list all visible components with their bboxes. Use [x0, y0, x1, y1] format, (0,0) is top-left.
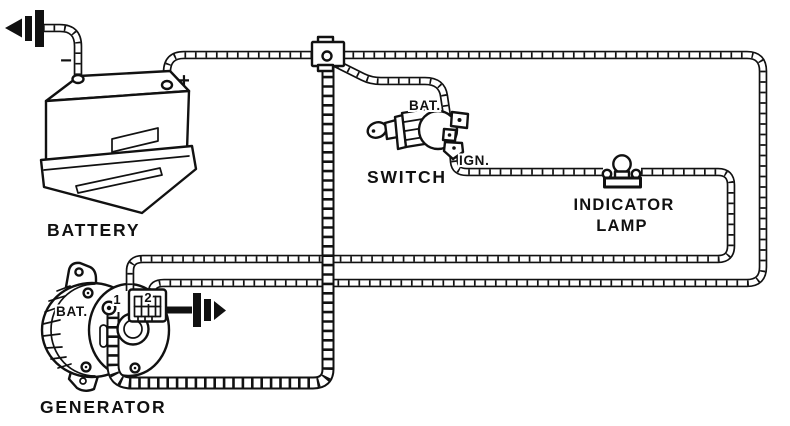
wire-junction-to-generator-bat — [106, 57, 335, 390]
generator-mounting-ear — [64, 261, 98, 290]
indicator-lamp-label-line2: LAMP — [596, 217, 648, 235]
generator-terminal-connector — [127, 288, 168, 323]
generator-fins — [42, 283, 96, 377]
generator-terminal-2-label: 2 — [144, 290, 151, 305]
battery-positive-post — [160, 79, 174, 91]
lamp-bulb — [612, 154, 632, 174]
wire-lamp-to-terminal-1 — [125, 167, 736, 291]
switch-ign-terminal-label: IGN. — [459, 153, 490, 168]
switch-label: SWITCH — [367, 167, 447, 187]
generator-label: GENERATOR — [40, 397, 166, 417]
generator-bat-terminal-label: BAT. — [56, 304, 88, 319]
indicator-lamp-graphic — [601, 154, 642, 189]
ground-symbol-left-icon — [5, 10, 44, 47]
wire-junction-to-switch — [327, 56, 452, 117]
generator-graphic — [40, 261, 171, 392]
wire-battery-to-ground — [43, 23, 83, 80]
wire-battery-positive-loop — [147, 50, 768, 293]
battery-positive-sign: + — [178, 70, 190, 92]
generator-details — [80, 287, 226, 374]
lamp-base — [603, 176, 642, 189]
switch-ign-terminal — [442, 140, 465, 161]
battery-base-tray — [39, 144, 198, 215]
battery-label: BATTERY — [47, 220, 140, 240]
indicator-lamp-label-line1: INDICATOR — [574, 196, 675, 214]
battery-graphic — [39, 69, 198, 215]
generator-terminal-1-label: 1 — [113, 292, 120, 307]
ignition-switch-graphic — [366, 106, 470, 161]
diagram-labels: BATTERY − + SWITCH BAT. IGN. INDICATOR L… — [40, 50, 675, 417]
junction-block — [310, 35, 346, 73]
wire-switch-to-lamp — [448, 149, 603, 177]
ground-symbol-right-icon — [167, 293, 226, 327]
switch-bat-terminal-label: BAT. — [409, 98, 441, 113]
battery-label-slot — [111, 127, 159, 153]
battery-negative-sign: − — [60, 50, 72, 72]
battery-negative-post — [71, 73, 85, 85]
